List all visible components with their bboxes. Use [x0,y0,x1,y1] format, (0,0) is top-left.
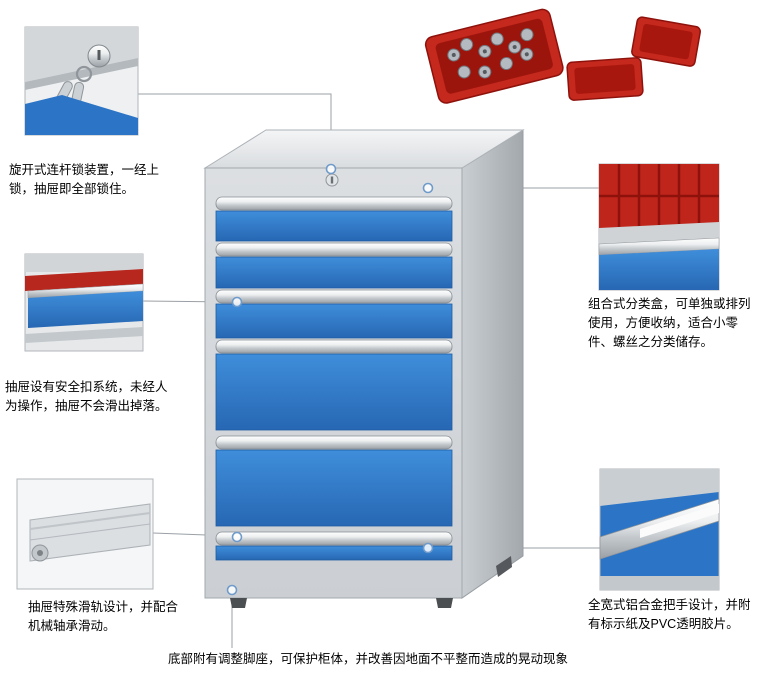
callout-point-markers [226,163,434,596]
note-lock-text: 旋开式连杆锁装置，一经上锁，抽屉即全部锁住。 [9,163,160,196]
drawer-handle [215,435,453,450]
drawer-handle [215,196,453,211]
marker-feet [226,584,238,596]
note-bins-text: 组合式分类盒，可单独或排列使用，方便收纳，适合小零件、螺丝之分类储存。 [588,297,751,349]
marker-handle [422,542,434,554]
note-feet-text: 底部附有调整脚座，可保护柜体，并改善因地面不平整而造成的晃动现象 [168,652,569,666]
drawer-front [215,545,453,561]
marker-safety [231,296,243,308]
drawer-handle [215,531,453,546]
red-parts-trays-photo [424,8,701,104]
drawer-front [215,256,453,289]
callout-divider-bins-photo [598,163,720,291]
drawer-front [215,303,453,339]
marker-lock [325,163,337,175]
marker-bins [422,182,434,194]
drawer-handle [215,242,453,257]
callout-handle-photo [599,468,720,591]
adjustable-feet [230,556,512,608]
note-handle-text: 全宽式铝合金把手设计，并附有标示纸及PVC透明胶片。 [588,598,751,631]
note-safety-text: 抽屉设有安全扣系统，未经人为操作，抽屉不会滑出掉落。 [5,380,168,413]
drawer-handle [215,339,453,354]
cabinet-illustration [203,129,525,608]
callout-slide-rail-photo [16,478,154,590]
drawer-front [215,210,453,242]
drawer-front [215,449,453,527]
drawer-handle [215,289,453,304]
callout-lock-photo [24,26,139,136]
note-slide-text: 抽屉特殊滑轨设计，并配合机械轴承滑动。 [28,600,179,633]
callout-open-drawer-photo [24,253,144,352]
drawer-front [215,353,453,431]
lock-cylinder [325,173,339,187]
marker-slide [231,531,243,543]
